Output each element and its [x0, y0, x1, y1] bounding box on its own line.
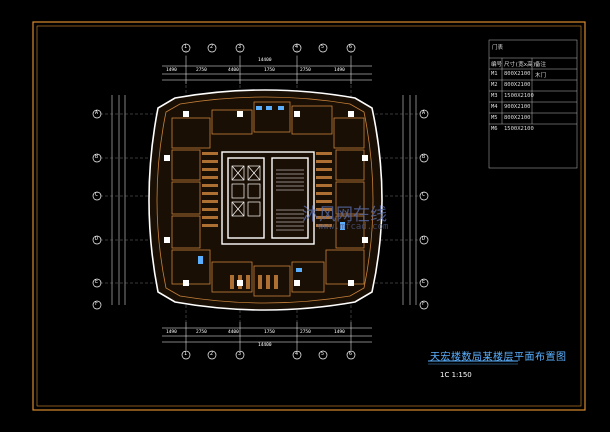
door-table-cell-size: 1500X2100: [504, 126, 534, 132]
door-table-col-size: 尺寸(宽x高): [504, 62, 536, 68]
structural-columns: [164, 111, 368, 286]
dimension-lines-right: [402, 95, 417, 305]
axis-tag-top: 1: [184, 44, 188, 50]
axis-tag-top: 5: [321, 44, 325, 50]
office-rooms: [171, 101, 365, 297]
axis-tag-left: D: [95, 236, 99, 242]
dimension-value-bottom: 1490: [334, 330, 345, 335]
axis-tag-right: D: [422, 236, 426, 242]
axis-tag-right: A: [422, 110, 426, 116]
dimension-value-top: 4400: [228, 68, 239, 73]
axis-tag-top: 6: [349, 44, 353, 50]
door-table-cell-id: M2: [491, 82, 498, 88]
dimension-value-top: 2750: [300, 68, 311, 73]
dimension-lines-left: [111, 95, 126, 305]
door-table-cell-id: M1: [491, 71, 498, 77]
watermark-text: 沐风网在线: [302, 205, 387, 225]
dimension-value-bottom: 2750: [196, 330, 207, 335]
door-table-cell-id: M5: [491, 115, 498, 121]
drawing-scale: 1C 1:150: [440, 371, 472, 379]
axis-tag-right: E: [422, 279, 426, 285]
dimension-value-bottom: 4400: [228, 330, 239, 335]
axis-tag-top: 3: [238, 44, 242, 50]
door-table-cell-id: M3: [491, 93, 498, 99]
door-table-cell-size: 800X2100: [504, 71, 531, 77]
door-table-cell-size: 900X2100: [504, 104, 531, 110]
axis-tag-left: A: [95, 110, 99, 116]
building-outline-inner: [156, 96, 374, 304]
blue-fixtures: [198, 106, 345, 272]
door-table-cell-size: 800X2100: [504, 115, 531, 121]
building-outline: [148, 89, 383, 311]
door-table-cell-id: M4: [491, 104, 498, 110]
central-core: [221, 151, 315, 245]
axis-tag-bottom: 3: [238, 351, 242, 357]
dimension-value-bottom: 1490: [166, 330, 177, 335]
door-table-col-note: 备注: [535, 62, 547, 68]
door-table-cell-note: 木门: [535, 73, 547, 79]
door-table-cell-size: 1500X2100: [504, 93, 534, 99]
axis-tag-right: B: [422, 154, 426, 160]
door-table-header: 门表: [492, 45, 504, 51]
dimension-value-bottom: 2750: [300, 330, 311, 335]
axis-bubbles: [92, 43, 429, 360]
dimension-value-top: 2750: [196, 68, 207, 73]
door-table-cell-id: M6: [491, 126, 498, 132]
elevator-shafts: [231, 165, 261, 217]
axis-tag-bottom: 1: [184, 351, 188, 357]
dimension-value-top: 1490: [166, 68, 177, 73]
axis-tag-top: 2: [210, 44, 214, 50]
axis-tag-left: E: [95, 279, 99, 285]
axis-tag-bottom: 5: [321, 351, 325, 357]
door-table-col-id: 编号: [491, 62, 503, 68]
drawing-title: 天宏楼数局某楼层平面布置图: [430, 352, 567, 363]
axis-tag-left: B: [95, 154, 99, 160]
axis-tag-left: C: [95, 192, 99, 198]
door-table-cell-size: 800X2100: [504, 82, 531, 88]
dimension-value-top: 1490: [334, 68, 345, 73]
axis-tag-left: F: [95, 301, 99, 307]
axis-tag-bottom: 2: [210, 351, 214, 357]
dimension-total-top: 14400: [258, 58, 272, 63]
axis-tag-bottom: 6: [349, 351, 353, 357]
axis-tag-right: C: [422, 192, 426, 198]
watermark-url: www.mfcad.com: [318, 222, 389, 232]
dimension-value-top: 1750: [264, 68, 275, 73]
stairs: [276, 169, 304, 231]
axis-tag-top: 4: [295, 44, 299, 50]
sheet-frame-inner: [36, 25, 582, 407]
sheet-frame-outer: [32, 21, 586, 411]
axis-tag-right: F: [422, 301, 426, 307]
door-table-grid: [488, 39, 578, 169]
axis-tag-bottom: 4: [295, 351, 299, 357]
dimension-total-bottom: 14400: [258, 343, 272, 348]
dimension-value-bottom: 1750: [264, 330, 275, 335]
